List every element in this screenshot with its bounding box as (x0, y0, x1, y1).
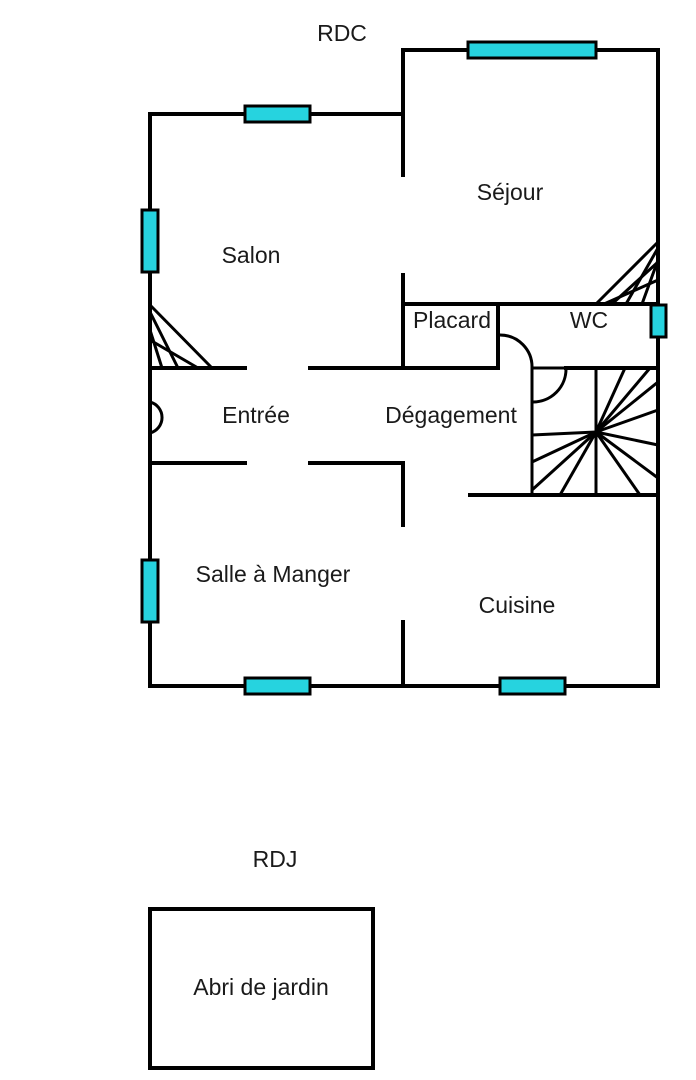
doors (149, 333, 568, 435)
interior-walls (148, 112, 660, 688)
window-sejour-top (466, 40, 598, 60)
level-label-rdc: RDC (317, 20, 367, 46)
windows (140, 40, 668, 696)
window-cuisine-bottom (498, 676, 567, 696)
room-label-entree: Entrée (222, 402, 290, 428)
window-salon-top (243, 104, 312, 124)
staircase-salon (148, 303, 214, 370)
staircase-sejour (594, 240, 660, 306)
room-label-wc: WC (570, 307, 608, 333)
garden-shed: Abri de jardin (148, 907, 375, 1070)
level-label-rdj: RDJ (253, 846, 298, 872)
room-label-cuisine: Cuisine (479, 592, 556, 618)
door-wc (499, 333, 534, 369)
window-salon-left (140, 208, 160, 274)
room-label-degagement: Dégagement (385, 402, 517, 428)
door-entree (149, 400, 164, 435)
room-label-abri-de-jardin: Abri de jardin (193, 974, 329, 1000)
room-label-sejour: Séjour (477, 179, 544, 205)
room-label-salle-a-manger: Salle à Manger (196, 561, 351, 587)
room-labels: Séjour Salon Placard WC Entrée Dégagemen… (196, 179, 609, 618)
window-wc-right (649, 303, 668, 339)
room-label-placard: Placard (413, 307, 491, 333)
room-label-salon: Salon (222, 242, 281, 268)
staircase-main (530, 366, 660, 497)
window-salle-a-manger-left (140, 558, 160, 624)
window-salle-a-manger-bottom (243, 676, 312, 696)
door-degagement (531, 367, 568, 404)
